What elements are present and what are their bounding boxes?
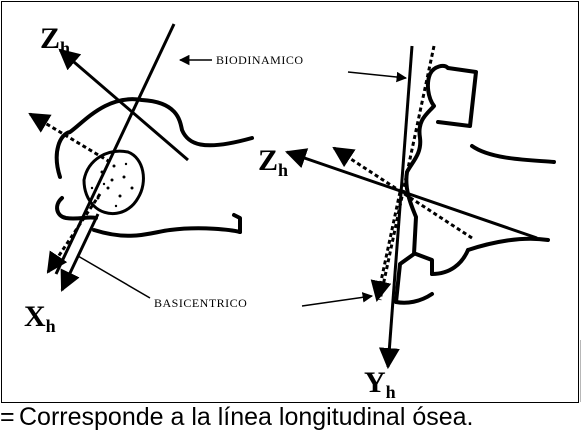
right-hand-axes [285, 45, 538, 370]
xh-label: Xh [24, 300, 56, 336]
table-divider [580, 340, 581, 402]
hand-axes-diagram: Zh Xh Zh Yh BIODINAMICO BASICENTRICO [24, 22, 556, 402]
left-hand-outline [54, 97, 254, 238]
yh-label: Yh [364, 366, 396, 402]
right-hand-outline [394, 64, 556, 305]
zh-right-label: Zh [258, 144, 288, 180]
leader-lines [77, 54, 408, 307]
figure-frame: Zh Xh Zh Yh BIODINAMICO BASICENTRICO [1, 1, 579, 403]
left-hand-knob [82, 149, 145, 215]
caption-text: Corresponde a la línea longitudinal ósea… [19, 403, 474, 431]
basicentrico-label: BASICENTRICO [154, 296, 247, 310]
left-hand-axes [28, 23, 189, 292]
zh-left-label: Zh [40, 22, 70, 58]
biodinamico-label: BIODINAMICO [216, 53, 304, 67]
caption-mark: = [0, 403, 15, 431]
